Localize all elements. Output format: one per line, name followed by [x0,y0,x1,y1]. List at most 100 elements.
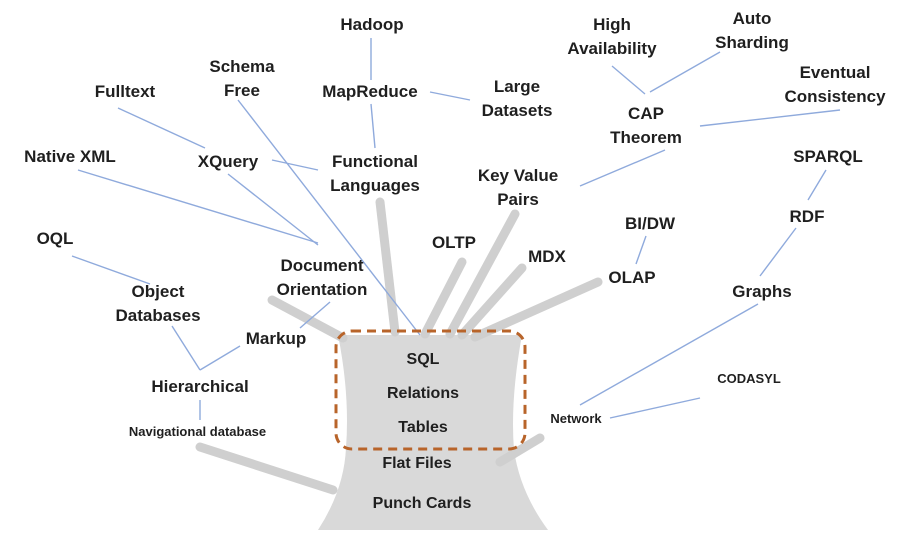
trunk-label-flat-files: Flat Files [382,455,452,472]
node-auto-sharding-line1: Auto [732,9,772,28]
connector-xquery-document [227,173,319,246]
node-object-databases-line1: Object [131,282,185,301]
node-object-databases-line2: Databases [115,306,201,325]
connector-sparql-rdf [807,169,827,201]
node-bi-dw: BI/DW [610,212,690,236]
node-hadoop: Hadoop [317,13,427,37]
node-mdx-line: MDX [528,247,566,266]
node-xquery: XQuery [178,150,278,174]
node-document-orientation-line1: Document [280,256,364,275]
branch-navigational [195,442,338,495]
node-graphs: Graphs [712,280,812,304]
node-rdf-line: RDF [789,207,825,226]
node-key-value-pairs-line2: Pairs [497,190,539,209]
node-bi-dw-line: BI/DW [624,214,676,233]
node-schema-free-line2: Free [224,81,260,100]
node-network: Network [536,411,616,427]
node-graphs-line: Graphs [732,282,792,301]
node-olap-line: OLAP [608,268,656,287]
node-hierarchical: Hierarchical [130,375,270,399]
branch-olap [470,277,603,342]
node-xquery-line: XQuery [197,152,259,171]
connector-fulltext-xquery [117,107,206,149]
branch-network [495,433,545,467]
node-auto-sharding-line2: Sharding [715,33,789,52]
connector-nativexml-document [77,169,319,244]
tree-trunk [318,335,548,530]
node-large-datasets-line2: Datasets [481,101,553,120]
node-native-xml: Native XML [5,145,135,169]
node-cap-theorem-line1: CAP [628,104,664,123]
node-eventual-consistency-line1: Eventual [799,63,871,82]
connector-oql-object [71,255,151,285]
connector-markup-hierarchical [199,345,241,371]
node-oql-line: OQL [36,229,74,248]
node-markup: Markup [226,327,326,351]
node-navigational-database-line: Navigational database [128,424,267,439]
branch-document [267,295,348,343]
node-mdx: MDX [512,245,582,269]
node-oql: OQL [20,227,90,251]
connector-codasyl-network [609,397,701,419]
connector-graphs-network [579,303,759,406]
node-large-datasets-line1: Large [493,77,541,96]
connector-high-cap [611,65,646,95]
connector-bidw-olap [635,235,647,265]
node-functional-languages-line2: Languages [330,176,420,195]
node-rdf: RDF [772,205,842,229]
connector-mapreduce-functional [370,103,376,149]
trunk-label-relations: Relations [386,385,459,402]
node-cap-theorem-line2: Theorem [610,128,682,147]
node-fulltext-line: Fulltext [94,82,156,101]
highlight-box [334,329,527,451]
node-codasyl: CODASYL [704,371,794,387]
node-functional-languages-line1: Functional [332,152,418,171]
node-cap-theorem: CAP Theorem [596,102,696,150]
node-key-value-pairs-line1: Key Value [477,166,559,185]
node-fulltext: Fulltext [75,80,175,104]
node-hierarchical-line: Hierarchical [151,377,249,396]
connector-object-hierarchical [171,325,201,371]
node-olap: OLAP [592,266,672,290]
node-mapreduce: MapReduce [305,80,435,104]
connector-mapreduce-large [429,91,471,101]
node-markup-line: Markup [245,329,307,348]
node-oltp-line: OLTP [431,233,477,252]
node-high-availability-line1: High [593,15,631,34]
connector-cap-keyvalue [579,149,666,187]
node-native-xml-line: Native XML [24,147,116,166]
branch-mdx [457,263,527,340]
branches [195,197,603,495]
connector-rdf-graphs [759,227,797,277]
trunk-label-punch-cards: Punch Cards [372,495,472,512]
node-sparql-line: SPARQL [793,147,863,166]
node-eventual-consistency-line2: Consistency [784,87,886,106]
connector-auto-cap [649,51,721,93]
branch-oltp [420,257,467,339]
node-hadoop-line: Hadoop [340,15,404,34]
trunk-label-tables: Tables [398,419,448,436]
node-high-availability-line2: Availability [567,39,657,58]
branch-key-value [445,209,520,339]
connector-schema-sql [237,99,421,336]
connectors [71,38,841,420]
node-codasyl-line: CODASYL [717,371,781,386]
connector-xquery-functional [271,159,319,171]
node-schema-free-line1: Schema [209,57,275,76]
trunk-label-sql: SQL [406,351,440,368]
branch-functional [375,197,400,337]
node-document-orientation-line2: Orientation [276,280,368,299]
node-sparql: SPARQL [778,145,878,169]
node-network-line: Network [550,411,602,426]
